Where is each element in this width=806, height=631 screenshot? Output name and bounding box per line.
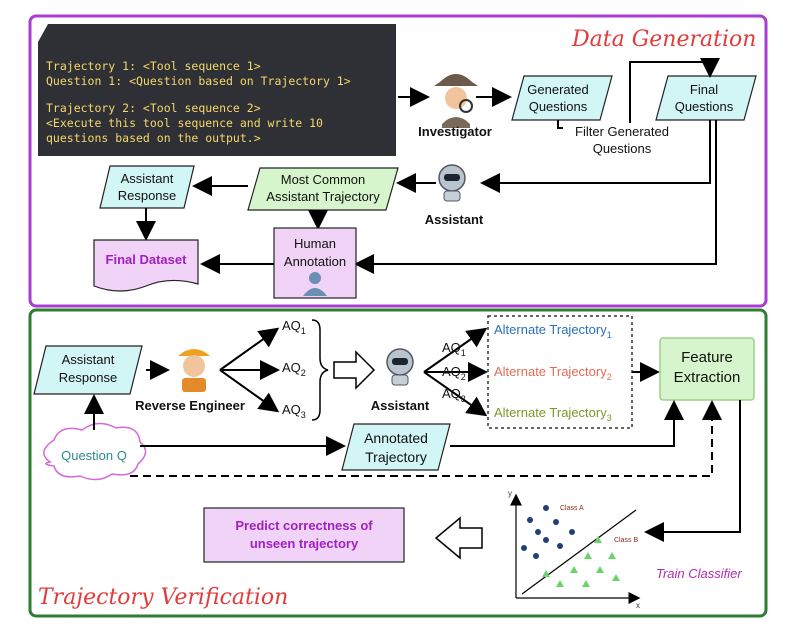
class-b-label: Class B [614, 537, 638, 544]
prompt-line-2: Question 1: <Question based on Trajector… [46, 74, 351, 88]
alternate-trajectory-2: Alternate Trajectory2 [494, 364, 612, 382]
person-icon [303, 272, 327, 296]
generated-questions-line2: Questions [529, 99, 588, 114]
final-dataset-box [93, 239, 199, 292]
annotated-trajectory-box [341, 423, 451, 471]
generated-questions-box [511, 75, 613, 121]
predict-line2: unseen trajectory [250, 536, 359, 551]
filter-label-line2: Questions [593, 141, 652, 156]
feature-extraction-line2: Extraction [674, 369, 741, 386]
question-cloud [43, 422, 147, 481]
annotated-trajectory-line2: Trajectory [365, 449, 427, 465]
assistant-robot-icon [438, 164, 466, 202]
plot-y-label: y [508, 489, 512, 498]
prompt-box [38, 24, 396, 156]
assistant-response-box-tv [33, 345, 143, 395]
prompt-line-4: Trajectory 2: <Tool sequence 2> [46, 101, 261, 115]
question-label: Question Q [61, 448, 127, 463]
data-generation-frame [28, 14, 768, 308]
alternate-trajectory-1: Alternate Trajectory1 [494, 322, 612, 340]
hollow-arrow-left [434, 516, 483, 560]
generated-questions-line1: Generated [527, 82, 588, 97]
most-common-line1: Most Common [281, 172, 366, 187]
prompt-line-1: Trajectory 1: <Tool sequence 1> [46, 59, 261, 73]
class-a-label: Class A [560, 505, 584, 512]
aq3-label-tv: AQ3 [442, 386, 466, 404]
aq2-label: AQ2 [282, 360, 306, 378]
assistant-robot-icon-tv [386, 348, 414, 386]
plot-x-label: x [636, 601, 640, 610]
most-common-line2: Assistant Trajectory [266, 189, 380, 204]
predict-box [203, 507, 405, 563]
investigator-label: Investigator [418, 124, 492, 139]
assistant-response-box-dg [99, 165, 195, 209]
train-classifier-label: Train Classifier [656, 566, 742, 581]
assistant-tv-label: Assistant [371, 398, 430, 413]
reverse-engineer-icon [178, 349, 210, 392]
aq2-label-tv: AQ2 [442, 364, 466, 382]
assistant-label: Assistant [425, 212, 484, 227]
filter-label-line1: Filter Generated [575, 124, 669, 139]
human-annotation-line2: Annotation [284, 254, 346, 269]
final-questions-line2: Questions [675, 99, 734, 114]
aq3-label: AQ3 [282, 402, 306, 420]
human-annotation-line1: Human [294, 236, 336, 251]
investigator-icon [434, 74, 478, 128]
trajectory-verification-title: Trajectory Verification [38, 585, 288, 610]
aq1-label: AQ1 [282, 318, 306, 336]
final-questions-line1: Final [690, 82, 718, 97]
predict-line1: Predict correctness of [235, 518, 373, 533]
trajectory-verification-frame [28, 308, 768, 618]
assistant-response-dg-line1: Assistant [121, 171, 174, 186]
hollow-arrow-right [333, 350, 376, 390]
assistant-response-tv-line2: Response [59, 370, 118, 385]
feature-extraction-line1: Feature [681, 349, 733, 366]
prompt-line-6: questions based on the output.> [46, 131, 261, 145]
reverse-engineer-label: Reverse Engineer [135, 398, 245, 413]
assistant-response-dg-line2: Response [118, 188, 177, 203]
prompt-line-5: <Execute this tool sequence and write 10 [46, 116, 323, 130]
final-dataset-label: Final Dataset [106, 252, 188, 267]
human-annotation-box [273, 227, 357, 299]
brace [311, 319, 329, 421]
assistant-response-tv-line1: Assistant [62, 352, 115, 367]
annotated-trajectory-line1: Annotated [364, 430, 428, 446]
classifier-plot: y x Class A Class B [508, 489, 641, 610]
data-generation-title: Data Generation [571, 27, 756, 52]
most-common-box [247, 167, 399, 211]
alternate-trajectory-3: Alternate Trajectory3 [494, 405, 612, 423]
final-questions-box [655, 75, 757, 121]
aq1-label-tv: AQ1 [442, 340, 466, 358]
